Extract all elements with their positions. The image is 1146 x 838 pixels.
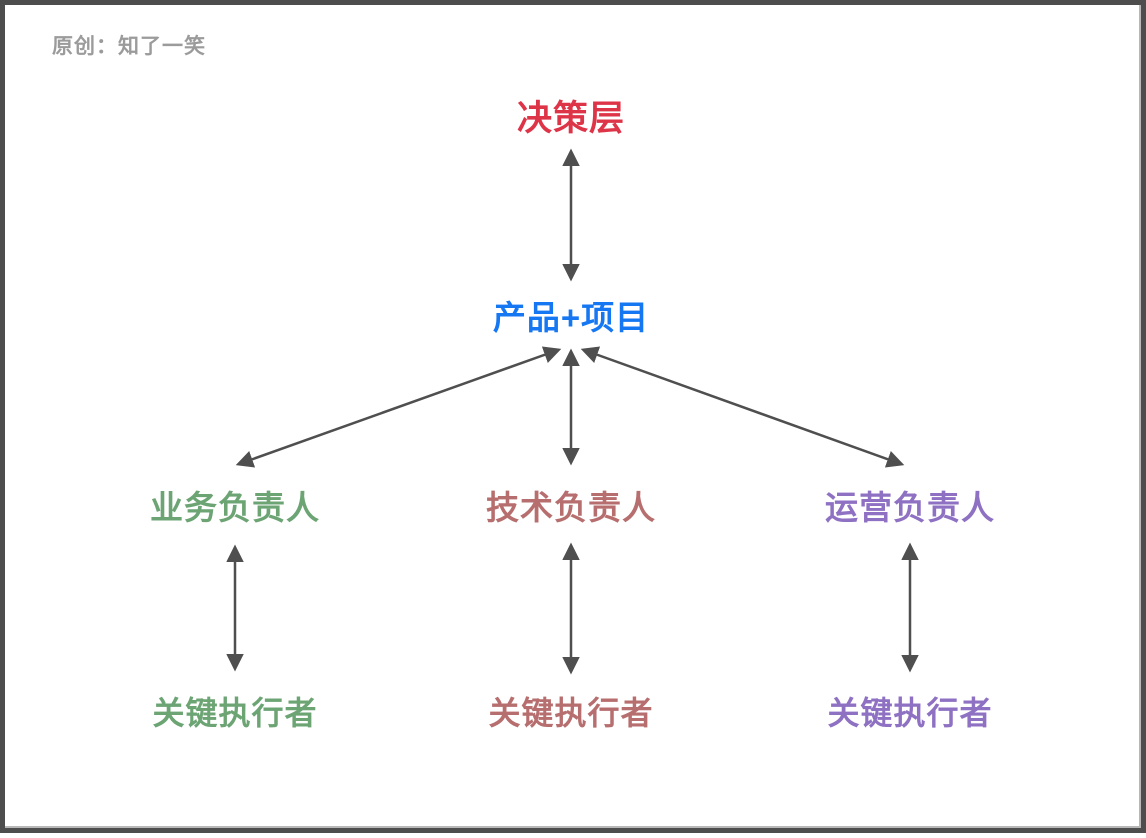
node-decision-layer: 决策层 (516, 99, 626, 138)
credit-text: 原创：知了一笑 (52, 35, 206, 58)
node-business-executor: 关键执行者 (152, 695, 318, 731)
arrow-hub-to-operations (580, 346, 905, 468)
node-tech-executor: 关键执行者 (488, 695, 654, 731)
node-operations-owner: 运营负责人 (825, 489, 995, 526)
node-business-owner: 业务负责人 (150, 489, 320, 526)
node-product-project: 产品+项目 (492, 299, 650, 336)
arrow-hub-to-business (235, 346, 562, 468)
node-operations-executor: 关键执行者 (827, 695, 993, 731)
node-tech-owner: 技术负责人 (486, 489, 656, 526)
